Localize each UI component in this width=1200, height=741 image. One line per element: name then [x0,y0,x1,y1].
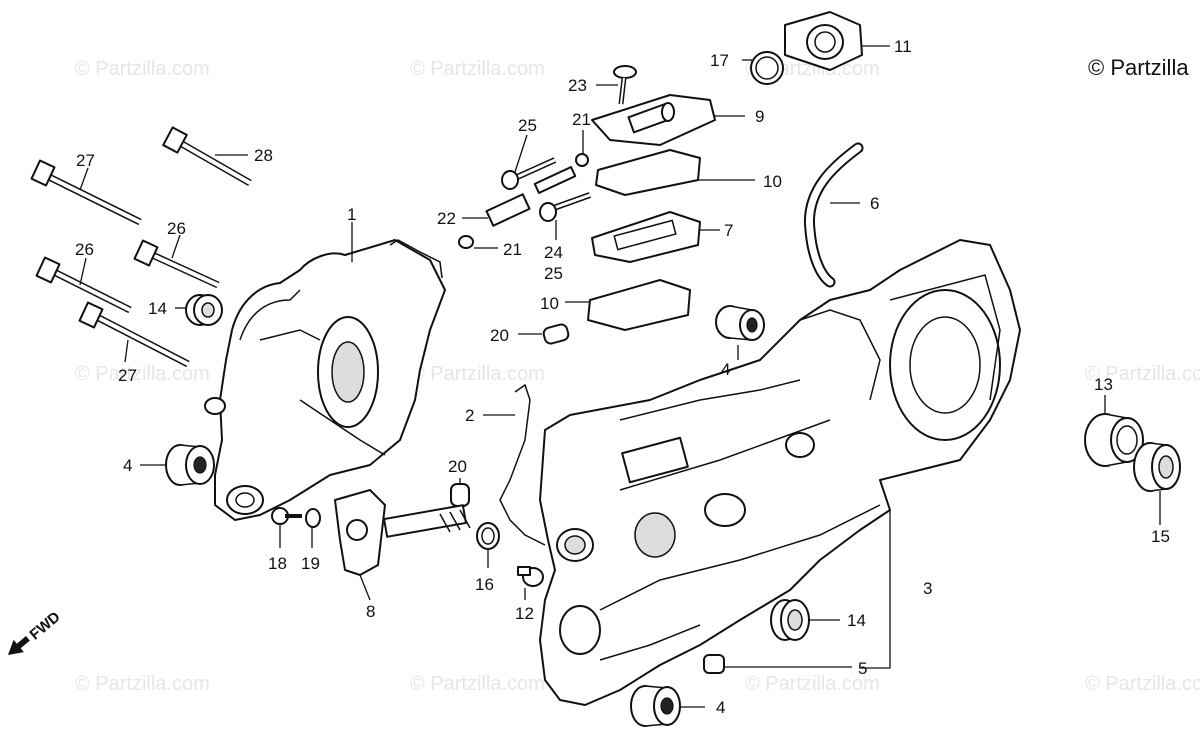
callout-24: 24 [544,243,563,262]
callout-6: 6 [870,194,879,213]
dowel-pin-5 [703,654,725,674]
callout-10: 10 [763,172,782,191]
callout-15: 15 [1151,527,1170,546]
bolt-26-upper [133,239,220,289]
callout-13: 13 [1094,375,1113,394]
callout-26: 26 [75,240,94,259]
callout-21: 21 [503,240,522,259]
callout-20: 20 [490,326,509,345]
bolt-12 [517,566,544,587]
washer-19 [305,508,321,528]
watermark: © Partzilla.com [75,58,210,80]
collar-22 [485,193,531,227]
watermark: © Partzilla.com [410,363,545,385]
callout-19: 19 [301,554,320,573]
callout-8: 8 [366,602,375,621]
bolt-26-lower [35,256,132,314]
gasket-10-upper [595,149,701,196]
reed-valve-7 [591,211,701,263]
o-ring-17-inner [755,56,779,80]
bolt-23 [613,65,637,105]
insulator-11 [784,11,863,71]
bearing-4-middle [715,305,765,341]
callout-26: 26 [167,219,186,238]
fwd-label: FWD [26,608,63,643]
callout-22: 22 [437,209,456,228]
copyright-label: © Partzilla [1088,55,1189,80]
bolt-25-upper [501,157,557,190]
callout-3: 3 [923,579,932,598]
leader-lines [79,45,1161,708]
left-crankcase [204,239,446,521]
callout-28: 28 [254,146,273,165]
watermark: © Partzilla.com [1085,673,1200,695]
oil-seal-14-left [185,294,223,326]
callout-17: 17 [710,51,729,70]
bolt-27-lower [78,301,190,368]
oil-pump-8 [334,489,471,576]
bolt-28 [162,126,252,187]
callout-4: 4 [123,456,132,475]
callout-25: 25 [518,116,537,135]
bearing-4-left [165,444,215,486]
callout-25: 25 [544,264,563,283]
watermark: © Partzilla.com [410,673,545,695]
watermarks: © Partzilla.com © Partzilla.com © Partzi… [75,58,1200,695]
watermark: © Partzilla.com [410,58,545,80]
stud-spacer [533,166,577,194]
callout-14: 14 [148,299,167,318]
bolt-18 [271,507,302,525]
clip-21-lower [458,235,474,249]
callout-11: 11 [894,37,912,56]
oil-seal-14-right [770,599,810,641]
callout-5: 5 [858,659,867,678]
right-crankcase [539,239,1021,706]
callout-23: 23 [568,76,587,95]
callout-16: 16 [475,575,494,594]
dowel-pin-20-lower [450,483,470,507]
callout-2: 2 [465,406,474,425]
watermark: © Partzilla.com [1085,363,1200,385]
watermark: © Partzilla.com [75,673,210,695]
reed-valve-window [613,219,677,251]
watermark: © Partzilla.com [75,363,210,385]
callout-4: 4 [721,360,730,379]
gasket-10-lower [587,279,691,331]
clip-21-upper [575,153,589,167]
callout-27: 27 [118,366,137,385]
callout-4: 4 [716,698,725,717]
callout-21: 21 [572,110,591,129]
dowel-pin-20-upper [542,323,570,345]
watermark: © Partzilla.com [745,673,880,695]
callout-10: 10 [540,294,559,313]
bolt-27-upper [30,159,142,226]
callout-27: 27 [76,151,95,170]
callout-labels: 1 2 3 4 4 4 5 6 7 8 9 10 10 11 12 13 14 … [75,37,1170,717]
callout-1: 1 [347,205,356,224]
bolt-24 [539,192,592,222]
crankcase-gasket [499,383,546,546]
oil-seal-15 [1133,442,1181,492]
bearing-13 [1084,413,1144,467]
callout-9: 9 [755,107,764,126]
forward-direction-arrow: FWD [8,608,64,655]
callout-20: 20 [448,457,467,476]
intake-pipe-9 [591,94,716,146]
bearing-4-bottom [630,685,681,727]
arrow-icon [8,635,30,655]
o-ring-16 [476,522,500,550]
callout-7: 7 [724,221,733,240]
callout-18: 18 [268,554,287,573]
callout-12: 12 [515,604,534,623]
callout-14: 14 [847,611,866,630]
